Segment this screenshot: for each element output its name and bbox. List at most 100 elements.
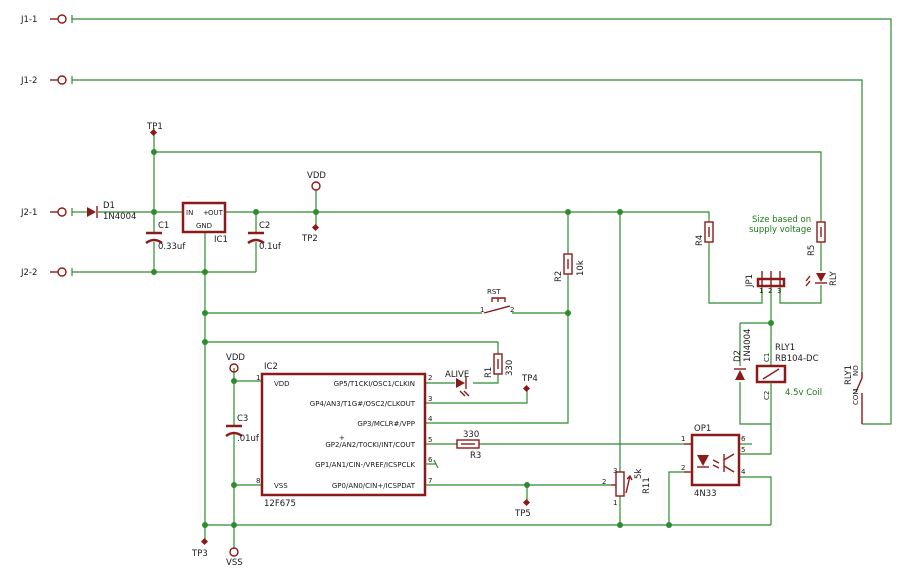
junction-dot	[666, 522, 672, 528]
wire-r4-jp1	[708, 242, 763, 304]
pin-number: 4	[428, 415, 433, 423]
note-line: Size based on	[752, 215, 811, 225]
wire-r1-top	[205, 341, 499, 354]
resistor-r2: R2 10k	[554, 253, 586, 282]
pin-number: 6	[428, 456, 433, 464]
testpoint-tp3: TP3	[191, 537, 209, 559]
terminal-circle	[57, 75, 67, 85]
relay-rly1-coil: RLY1 RB104-DC C1 C2 4.5v Coil	[755, 343, 822, 404]
pin-label: 1	[480, 306, 484, 314]
junction-dot	[313, 209, 319, 215]
pin-label: VDD	[274, 380, 290, 388]
terminal-circle	[57, 207, 67, 217]
pin-number: 4	[741, 468, 746, 476]
jumper-jp1: JP1 1 2 3	[745, 271, 786, 295]
testpoint-label: TP2	[301, 234, 318, 244]
testpoint-tp1: TP1	[146, 122, 163, 137]
vss-supply-symbol: VSS	[226, 547, 243, 568]
component-name: OP1	[694, 424, 711, 434]
pin-number: 1	[256, 374, 260, 382]
pin-label: C1	[763, 353, 771, 362]
relay-rly1-contacts: RLY1 COM NO	[844, 365, 863, 424]
junctions	[151, 149, 774, 528]
component-name: R5	[807, 245, 817, 256]
component-name: RST	[487, 288, 501, 296]
pin-label: OUT	[208, 209, 224, 217]
terminal-circle	[57, 14, 67, 24]
junction-dot	[231, 482, 237, 488]
junction-dot	[151, 149, 157, 155]
pin-label: C2	[763, 391, 771, 400]
pin-label: 2	[510, 306, 514, 314]
potentiometer-r11: 2 3 1 5k R11	[602, 467, 652, 507]
pin-label: COM	[852, 389, 860, 405]
component-value: 1N4004	[743, 329, 753, 362]
component-value: 10k	[576, 260, 586, 276]
pin-number: 5	[428, 436, 432, 444]
junction-dot	[565, 209, 571, 215]
pin-number: 6	[741, 435, 746, 443]
component-name: R4	[695, 235, 705, 246]
junction-dot	[231, 522, 237, 528]
plus-sign: +	[339, 434, 345, 442]
component-part: 12F675	[264, 499, 296, 509]
supply-label: VDD	[307, 171, 326, 181]
connector-label: J2-2	[20, 268, 37, 278]
junction-dot	[202, 310, 208, 316]
wire-j1-2	[72, 79, 863, 372]
resistor-r3: 330 R3	[456, 430, 481, 461]
wire-d2-bot	[739, 382, 771, 425]
component-name: D2	[733, 350, 743, 362]
connector-label: J2-1	[20, 208, 37, 218]
component-name: ALIVE	[445, 370, 469, 380]
reset-switch-rst[interactable]: RST 1 2	[480, 288, 514, 314]
resistor-r4: R4	[695, 221, 714, 246]
pin-label: GP4/AN3/T1G#/OSC2/CLKOUT	[310, 400, 416, 408]
wire-r2-gp3	[425, 274, 569, 424]
vdd-supply-symbol: VDD	[307, 171, 326, 191]
testpoint-tp5: TP5	[514, 498, 531, 519]
component-name: JP1	[745, 274, 755, 288]
connector-j1-2: J1-2	[20, 75, 73, 86]
component-value: 330	[463, 430, 479, 440]
connector-j1-1: J1-1	[20, 14, 73, 25]
pin-label: GP5/T1CKI/OSC1/CLKIN	[334, 380, 415, 388]
component-name: RLY1	[775, 343, 795, 353]
pin-label: VSS	[274, 482, 288, 490]
component-name: R1	[484, 367, 494, 378]
testpoint-tp2: TP2	[301, 223, 320, 244]
junction-dot	[617, 209, 623, 215]
wire-r1-bot	[473, 374, 499, 384]
wire-op1-4	[740, 476, 772, 525]
connector-j2-2: J2-2	[20, 267, 73, 278]
component-value: 330	[505, 360, 515, 376]
connector-label: J1-1	[20, 15, 37, 25]
pin-label: IN	[186, 209, 193, 217]
connector-j2-1: J2-1	[20, 207, 73, 218]
component-value: .01uf	[237, 434, 260, 444]
component-value: 1N4004	[103, 212, 136, 222]
plus-sign: +	[203, 209, 209, 217]
pin-number: 1	[681, 435, 685, 443]
diode-d1: D1 1N4004	[87, 201, 136, 222]
supply-label: VSS	[226, 558, 243, 568]
diode-d2: D2 1N4004	[733, 329, 753, 380]
pin-number: 8	[256, 477, 260, 485]
junction-dot	[202, 269, 208, 275]
component-value: 5k	[634, 469, 644, 479]
component-name: C2	[259, 221, 270, 231]
pin-number: 1	[759, 287, 763, 295]
pin-label: GP1/AN1/CIN-/VREF/ICSPCLK	[315, 461, 415, 469]
wires	[72, 18, 892, 548]
component-value: 0.33uf	[158, 242, 186, 252]
supply-label: VDD	[226, 353, 245, 363]
testpoint-label: TP4	[521, 374, 538, 384]
resistor-r1: R1 330	[484, 353, 515, 378]
pin-number: 2	[768, 287, 772, 295]
wire-op1-5	[740, 404, 772, 455]
pin-number: 1	[613, 499, 617, 507]
component-name: R11	[642, 477, 652, 494]
component-name: IC2	[264, 362, 278, 372]
junction-dot	[231, 378, 237, 384]
